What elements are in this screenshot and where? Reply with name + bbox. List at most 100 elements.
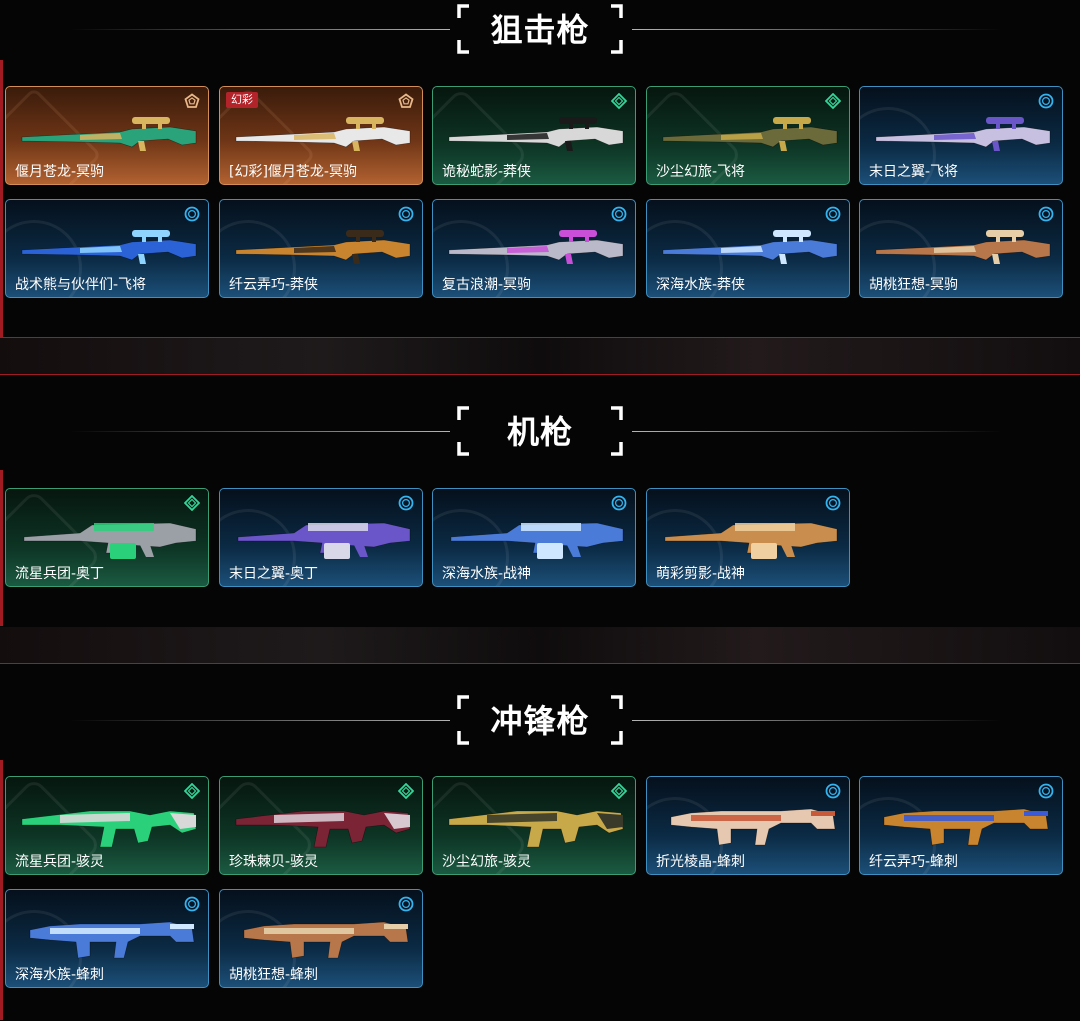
rarity-background-pattern [220,220,296,297]
section-divider [0,338,1080,374]
skin-card[interactable]: 深海水族-战神 [432,488,636,587]
skin-name: 胡桃狂想-冥驹 [869,277,959,293]
skin-card[interactable]: 折光棱晶-蜂刺 [646,776,850,875]
rarity-background-pattern [860,107,936,184]
title-divider-line [632,29,1002,30]
skin-card[interactable]: 流星兵团-奥丁 [5,488,209,587]
skin-card[interactable]: 流星兵团-骇灵 [5,776,209,875]
circle-tier-icon [825,495,841,511]
weapon-skin-image [661,212,839,272]
bracket-frame-icon [455,406,625,456]
variant-badge: 幻彩 [226,92,258,108]
skin-card[interactable]: 诡秘蛇影-莽侠 [432,86,636,185]
title-divider-line [632,431,1002,432]
skin-card[interactable]: 胡桃狂想-蜂刺 [219,889,423,988]
skin-card[interactable]: 沙尘幻旅-飞将 [646,86,850,185]
skin-name: 深海水族-蜂刺 [15,967,105,983]
weapon-skin-image [20,501,198,561]
circle-tier-icon [825,206,841,222]
weapon-skin-image [234,99,412,159]
title-divider-line [70,29,450,30]
weapon-skin-image [447,212,625,272]
section-title: 狙击枪 [490,11,590,49]
weapon-skin-image [874,99,1052,159]
skin-card[interactable]: 萌彩剪影-战神 [646,488,850,587]
skin-card[interactable]: 末日之翼-奥丁 [219,488,423,587]
skin-name: 深海水族-战神 [442,566,532,582]
circle-tier-icon [184,206,200,222]
bracket-frame-icon [455,695,625,745]
skin-card[interactable]: 沙尘幻旅-骇灵 [432,776,636,875]
circle-tier-icon [398,495,414,511]
weapon-skin-image [234,789,412,849]
skin-name: [幻彩]偃月苍龙-冥驹 [229,164,357,180]
diamond-tier-icon [611,93,627,109]
circle-tier-icon [1038,783,1054,799]
rarity-background-pattern [433,220,509,297]
section-title: 机枪 [506,413,573,451]
weapon-skin-image [447,501,625,561]
skin-card[interactable]: 深海水族-莽侠 [646,199,850,298]
skin-name: 偃月苍龙-冥驹 [15,164,105,180]
skin-name: 流星兵团-骇灵 [15,854,105,870]
skin-card[interactable]: 纤云弄巧-蜂刺 [859,776,1063,875]
skin-card[interactable]: 末日之翼-飞将 [859,86,1063,185]
section-header: 狙击枪 [0,0,1080,60]
section-header: 冲锋枪 [0,691,1080,751]
section-accent-line [0,60,3,337]
skin-name: 沙尘幻旅-骇灵 [442,854,532,870]
skin-card[interactable]: 幻彩 [幻彩]偃月苍龙-冥驹 [219,86,423,185]
skin-name: 深海水族-莽侠 [656,277,746,293]
skin-name: 诡秘蛇影-莽侠 [442,164,532,180]
skin-name: 折光棱晶-蜂刺 [656,854,746,870]
pentagon-tier-icon [184,93,200,109]
pentagon-tier-icon [398,93,414,109]
title-divider-line [70,720,450,721]
circle-tier-icon [1038,93,1054,109]
skin-card[interactable]: 深海水族-蜂刺 [5,889,209,988]
section-header: 机枪 [0,402,1080,462]
skin-name: 末日之翼-飞将 [869,164,959,180]
section-divider [0,627,1080,663]
skin-name: 胡桃狂想-蜂刺 [229,967,319,983]
weapon-skin-image [874,789,1052,849]
diamond-tier-icon [184,495,200,511]
skin-card[interactable]: 偃月苍龙-冥驹 [5,86,209,185]
weapon-skin-image [661,789,839,849]
section-accent-line [0,470,3,626]
title-divider-line [70,431,450,432]
circle-tier-icon [398,206,414,222]
weapon-skin-image [874,212,1052,272]
skin-name: 末日之翼-奥丁 [229,566,319,582]
weapon-skin-image [20,902,198,962]
skin-name: 纤云弄巧-莽侠 [229,277,319,293]
weapon-skin-image [234,501,412,561]
skin-name: 珍珠棘贝-骇灵 [229,854,319,870]
diamond-tier-icon [398,783,414,799]
skin-name: 复古浪潮-冥驹 [442,277,532,293]
skin-name: 战术熊与伙伴们-飞将 [15,277,147,293]
weapon-skin-image [447,99,625,159]
circle-tier-icon [611,206,627,222]
skin-name: 纤云弄巧-蜂刺 [869,854,959,870]
weapon-skin-image [20,212,198,272]
bracket-frame-icon [455,4,625,54]
circle-tier-icon [184,896,200,912]
skin-card[interactable]: 胡桃狂想-冥驹 [859,199,1063,298]
weapon-skin-image [20,789,198,849]
rarity-background-pattern [647,220,723,297]
circle-tier-icon [825,783,841,799]
skin-card[interactable]: 珍珠棘贝-骇灵 [219,776,423,875]
skin-card[interactable]: 战术熊与伙伴们-飞将 [5,199,209,298]
diamond-tier-icon [611,783,627,799]
skin-card[interactable]: 复古浪潮-冥驹 [432,199,636,298]
diamond-tier-icon [825,93,841,109]
skin-name: 萌彩剪影-战神 [656,566,746,582]
weapon-skin-image [661,99,839,159]
weapon-skin-image [20,99,198,159]
diamond-tier-icon [184,783,200,799]
weapon-skin-image [661,501,839,561]
circle-tier-icon [398,896,414,912]
skin-card[interactable]: 纤云弄巧-莽侠 [219,199,423,298]
rarity-background-pattern [220,509,296,586]
